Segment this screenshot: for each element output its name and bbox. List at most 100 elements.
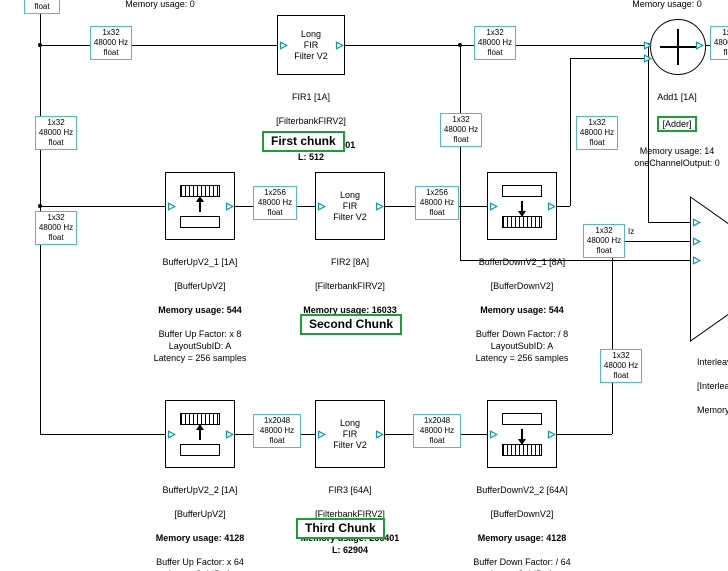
input-port-icon: [317, 202, 326, 211]
wire-interleave-in1-v[interactable]: [648, 45, 649, 222]
adder-annotation[interactable]: [Adder]: [657, 116, 697, 132]
junction-dot: [458, 43, 462, 47]
block-name: BufferUpV2_1 [1A]: [162, 257, 238, 267]
fir2-block[interactable]: Long FIR Filter V2: [315, 172, 385, 240]
signal-label-partial-float[interactable]: float: [24, 0, 60, 14]
bufferdownv2-1-block[interactable]: [487, 172, 557, 240]
bufferdownv2-1-caption: BufferDownV2_1 [8A] [BufferDownV2] Memor…: [447, 244, 597, 376]
fir3-block[interactable]: Long FIR Filter V2: [315, 400, 385, 468]
block-params: Buffer Up Factor: x 64 LayoutSubID: A La…: [156, 557, 244, 571]
fir-block-label: Long FIR Filter V2: [333, 417, 367, 450]
block-name: FIR3 [64A]: [328, 485, 372, 495]
signal-label-fir1-out[interactable]: 1x32 48000 Hz float: [474, 26, 516, 60]
block-class: [FilterbankFIRV2]: [315, 281, 385, 291]
buffer-up-icon: [166, 173, 234, 239]
interleave-caption: Interleave2 [Interleav Memory usa: [697, 344, 728, 428]
signal-label-bufup2-out[interactable]: 1x2048 48000 Hz float: [253, 414, 301, 448]
wire-interleave-in3-h[interactable]: [460, 260, 690, 261]
input-port-icon: [692, 218, 701, 227]
bufferdownv2-2-caption: BufferDownV2_2 [64A] [BufferDownV2] Memo…: [447, 472, 597, 571]
block-memory: Memory usage: 544: [480, 305, 564, 315]
wire-bufup1-input[interactable]: [40, 206, 165, 207]
wire-adder-feed-v[interactable]: [570, 58, 571, 206]
wire-fir1-input[interactable]: [40, 45, 277, 46]
signal-label-chunk1-branch[interactable]: 1x32 48000 Hz float: [440, 113, 482, 147]
signal-label-adder-in2[interactable]: 1x32 48000 Hz float: [576, 116, 618, 150]
signal-label-mid-right[interactable]: 1x32 48000 Hz float: [583, 224, 625, 258]
block-memory: Memory usage: 4128: [477, 533, 567, 543]
block-name: Add1 [1A]: [657, 92, 697, 102]
block-name: FIR1 [1A]: [291, 92, 330, 102]
bufferdownv2-2-block[interactable]: [487, 400, 557, 468]
junction-dot: [38, 43, 42, 47]
wire-interleave-in1-h[interactable]: [648, 222, 690, 223]
input-port-icon: [317, 430, 326, 439]
top-memory-right: Memory usage: 0: [632, 0, 702, 9]
wire-adder-in2-h[interactable]: [570, 58, 650, 59]
input-port-icon: [167, 202, 176, 211]
plus-icon: [677, 29, 679, 65]
block-params: Buffer Up Factor: x 8 LayoutSubID: A Lat…: [153, 329, 247, 363]
wire-interleave-in2-h[interactable]: [612, 241, 690, 242]
adder-caption: Add1 [1A] [Adder] Memory usage: 14 oneCh…: [612, 79, 728, 181]
fir1-block[interactable]: Long FIR Filter V2: [277, 15, 345, 75]
wire-bufdown1-output[interactable]: [557, 206, 570, 207]
input-port-icon: [692, 256, 701, 265]
buffer-up-icon: [166, 401, 234, 467]
block-class: [FilterbankFIRV2]: [276, 116, 346, 126]
wire-bufdown2-output[interactable]: [557, 434, 612, 435]
junction-dot: [38, 204, 42, 208]
wire-bufup2-input[interactable]: [40, 434, 165, 435]
buffer-down-icon: [488, 401, 556, 467]
input-port-icon: [692, 237, 701, 246]
block-class: [BufferDownV2]: [490, 509, 554, 519]
buffer-down-icon: [488, 173, 556, 239]
chunk-annotation-first[interactable]: First chunk: [262, 131, 345, 152]
wire-chunk1-branch-v[interactable]: [460, 45, 461, 260]
input-port-icon: [643, 41, 652, 50]
chunk-annotation-third[interactable]: Third Chunk: [296, 518, 385, 539]
output-port-icon: [225, 430, 234, 439]
block-class: [BufferUpV2]: [174, 509, 226, 519]
fir-block-label: Long FIR Filter V2: [333, 189, 367, 222]
block-params: Buffer Down Factor: / 8 LayoutSubID: A L…: [475, 329, 569, 363]
fir-block-label: Long FIR Filter V2: [294, 28, 328, 61]
output-port-icon: [375, 202, 384, 211]
fir1-caption: FIR1 [1A] [FilterbankFIRV2] Memory usage…: [246, 79, 376, 175]
block-class: [Interleav: [697, 381, 728, 391]
output-port-icon: [547, 430, 556, 439]
bufferupv2-2-block[interactable]: [165, 400, 235, 468]
bufferupv2-2-caption: BufferUpV2_2 [1A] [BufferUpV2] Memory us…: [125, 472, 275, 571]
block-name: BufferDownV2_2 [64A]: [476, 485, 568, 495]
signal-label-bufup1-out[interactable]: 1x256 48000 Hz float: [253, 186, 297, 220]
block-params: Memory usa: [697, 405, 728, 415]
signal-label-fir2-out[interactable]: 1x256 48000 Hz float: [415, 186, 459, 220]
top-memory-left: Memory usage: 0: [125, 0, 195, 9]
input-port-icon: [643, 54, 652, 63]
output-port-icon: [335, 41, 344, 50]
signal-label-left-bottom[interactable]: 1x32 48000 Hz float: [35, 211, 77, 245]
wire-interleave-in2-v[interactable]: [612, 241, 613, 434]
block-memory: Memory usage: 4128: [155, 533, 245, 543]
output-port-icon: [695, 41, 704, 50]
signal-label-adder-out[interactable]: 1x32 48000 Hz float: [710, 26, 728, 60]
input-port-icon: [489, 430, 498, 439]
input-port-icon: [167, 430, 176, 439]
signal-label-interleave-feed[interactable]: 1x32 48000 Hz float: [600, 349, 642, 383]
block-class: [BufferUpV2]: [174, 281, 226, 291]
signal-label-fir1-in[interactable]: 1x32 48000 Hz float: [90, 26, 132, 60]
signal-label-fir3-out[interactable]: 1x2048 48000 Hz float: [413, 414, 461, 448]
signal-label-left-mid[interactable]: 1x32 48000 Hz float: [35, 116, 77, 150]
bufferupv2-1-block[interactable]: [165, 172, 235, 240]
bufferupv2-1-caption: BufferUpV2_1 [1A] [BufferUpV2] Memory us…: [128, 244, 273, 376]
block-name: Interleave2: [697, 357, 728, 367]
output-port-icon: [375, 430, 384, 439]
input-port-icon: [279, 41, 288, 50]
output-port-icon: [547, 202, 556, 211]
partial-signal-label: Iz: [628, 227, 635, 236]
block-memory: Memory usage: 544: [158, 305, 242, 315]
block-name: FIR2 [8A]: [330, 257, 369, 267]
input-port-icon: [489, 202, 498, 211]
chunk-annotation-second[interactable]: Second Chunk: [300, 314, 403, 335]
